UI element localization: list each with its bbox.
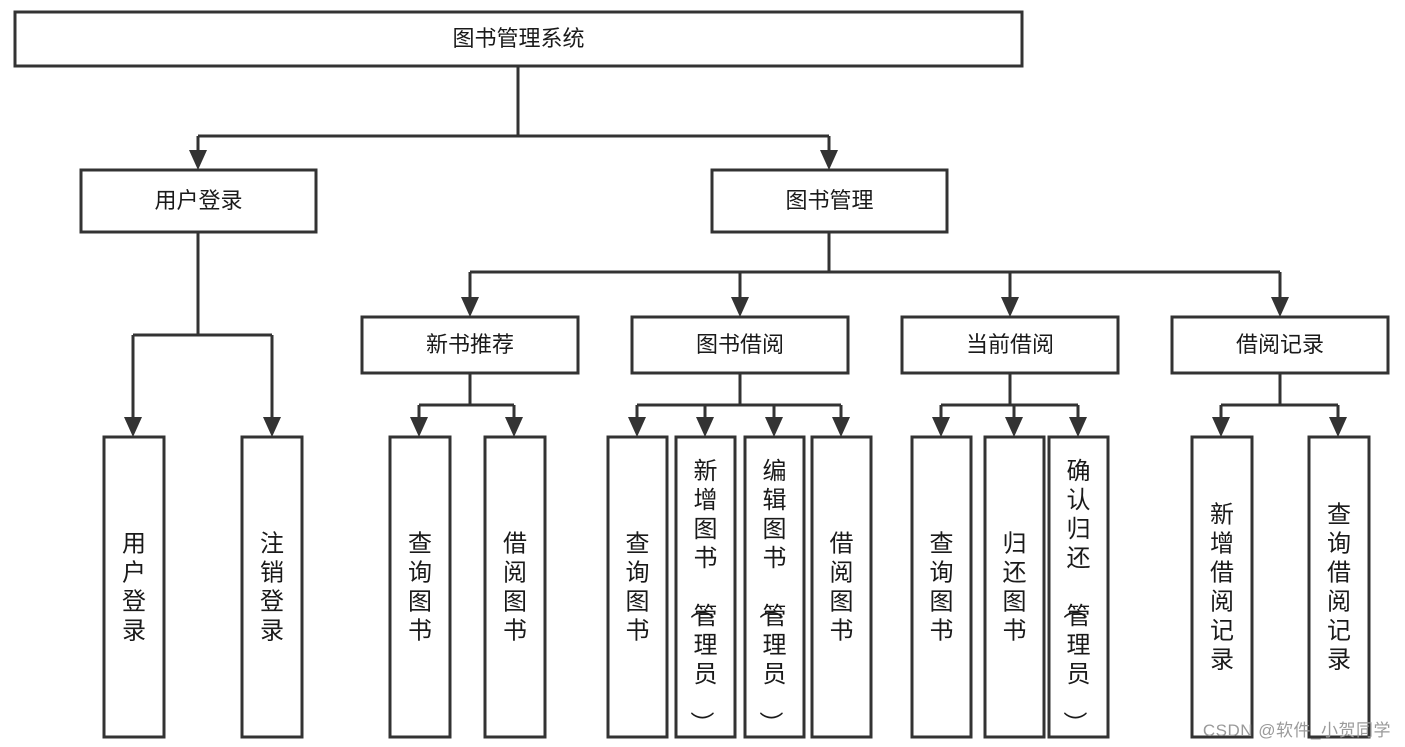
arrow-head-icon [1069,417,1087,437]
arrow-head-icon [1001,297,1019,317]
node-label: 新增借阅记录 [1210,502,1234,674]
node-label: 借阅图书 [503,531,527,645]
arrow-head-icon [461,297,479,317]
node-label: 查询图书 [626,531,650,645]
connector-layer [124,66,1347,437]
leaf-node-leaf-query-borrow-record[interactable]: 查询借阅记录 [1307,435,1371,739]
node-label: 借阅图书 [830,531,854,645]
leaf-node-leaf-user-logout[interactable]: 注销登录 [240,435,304,739]
node-label: 图书借阅 [696,332,784,357]
arrow-head-icon [1271,297,1289,317]
node-label: 归还图书 [1003,531,1027,645]
arrow-head-icon [263,417,281,437]
leaf-node-leaf-add-book-admin[interactable]: 新增图书（管理员） [674,435,737,739]
node-box[interactable] [102,435,166,739]
node-label: 注销登录 [260,531,284,645]
node-label: 用户登录 [122,531,146,645]
node-label: 借阅记录 [1236,332,1324,357]
arrow-head-icon [1329,417,1347,437]
level2-node-book-manage[interactable]: 图书管理 [710,168,949,234]
leaf-node-leaf-edit-book-admin[interactable]: 编辑图书（管理员） [743,435,806,739]
node-label: 当前借阅 [966,332,1054,357]
node-label: 确认归还（管理员） [1061,458,1091,735]
arrow-head-icon [731,297,749,317]
node-box[interactable] [983,435,1046,739]
node-label: 新增图书（管理员） [688,458,718,735]
arrow-head-icon [124,417,142,437]
node-box[interactable] [1170,315,1390,375]
node-box[interactable] [13,10,1024,68]
node-box[interactable] [710,168,949,234]
arrow-head-icon [932,417,950,437]
node-label: 查询图书 [930,531,954,645]
level2-node-user-login[interactable]: 用户登录 [79,168,318,234]
level3-node-book-borrow[interactable]: 图书借阅 [630,315,850,375]
watermark-text: CSDN @软件_小贺同学 [1202,721,1391,740]
node-box[interactable] [240,435,304,739]
node-label: 新书推荐 [426,332,514,357]
node-label: 查询图书 [408,531,432,645]
node-box[interactable] [360,315,580,375]
leaf-node-leaf-query-book-borrow[interactable]: 查询图书 [606,435,669,739]
arrow-head-icon [1005,417,1023,437]
arrow-head-icon [189,150,207,170]
leaf-node-leaf-query-book-current[interactable]: 查询图书 [910,435,973,739]
arrow-head-icon [765,417,783,437]
arrow-head-icon [628,417,646,437]
leaf-node-leaf-query-book-rec[interactable]: 查询图书 [388,435,452,739]
node-label: 用户登录 [154,188,242,213]
leaf-node-leaf-user-login[interactable]: 用户登录 [102,435,166,739]
arrow-head-icon [505,417,523,437]
leaf-node-leaf-return-book[interactable]: 归还图书 [983,435,1046,739]
node-box[interactable] [79,168,318,234]
node-box[interactable] [910,435,973,739]
arrow-head-icon [832,417,850,437]
leaf-node-leaf-add-borrow-record[interactable]: 新增借阅记录 [1190,435,1254,739]
node-box[interactable] [810,435,873,739]
level3-node-current-borrow[interactable]: 当前借阅 [900,315,1120,375]
node-label: 查询借阅记录 [1327,502,1351,674]
node-box[interactable] [630,315,850,375]
node-box[interactable] [1307,435,1371,739]
node-box[interactable] [606,435,669,739]
arrow-head-icon [696,417,714,437]
arrow-head-icon [1212,417,1230,437]
leaf-node-leaf-confirm-return-admin[interactable]: 确认归还（管理员） [1047,435,1110,739]
node-label: 图书管理系统 [452,26,584,51]
node-box[interactable] [388,435,452,739]
node-label: 编辑图书（管理员） [757,458,787,735]
arrow-head-icon [820,150,838,170]
node-layer: 图书管理系统用户登录图书管理新书推荐图书借阅当前借阅借阅记录用户登录注销登录查询… [13,10,1390,739]
root-node-book-management-system[interactable]: 图书管理系统 [13,10,1024,68]
leaf-node-leaf-borrow-book[interactable]: 借阅图书 [810,435,873,739]
node-box[interactable] [483,435,547,739]
level3-node-new-book-recommend[interactable]: 新书推荐 [360,315,580,375]
node-label: 图书管理 [785,188,873,213]
leaf-node-leaf-borrow-book-rec[interactable]: 借阅图书 [483,435,547,739]
node-box[interactable] [1047,435,1110,739]
node-box[interactable] [1190,435,1254,739]
node-box[interactable] [674,435,737,739]
node-box[interactable] [743,435,806,739]
level3-node-borrow-record[interactable]: 借阅记录 [1170,315,1390,375]
arrow-head-icon [410,417,428,437]
node-box[interactable] [900,315,1120,375]
